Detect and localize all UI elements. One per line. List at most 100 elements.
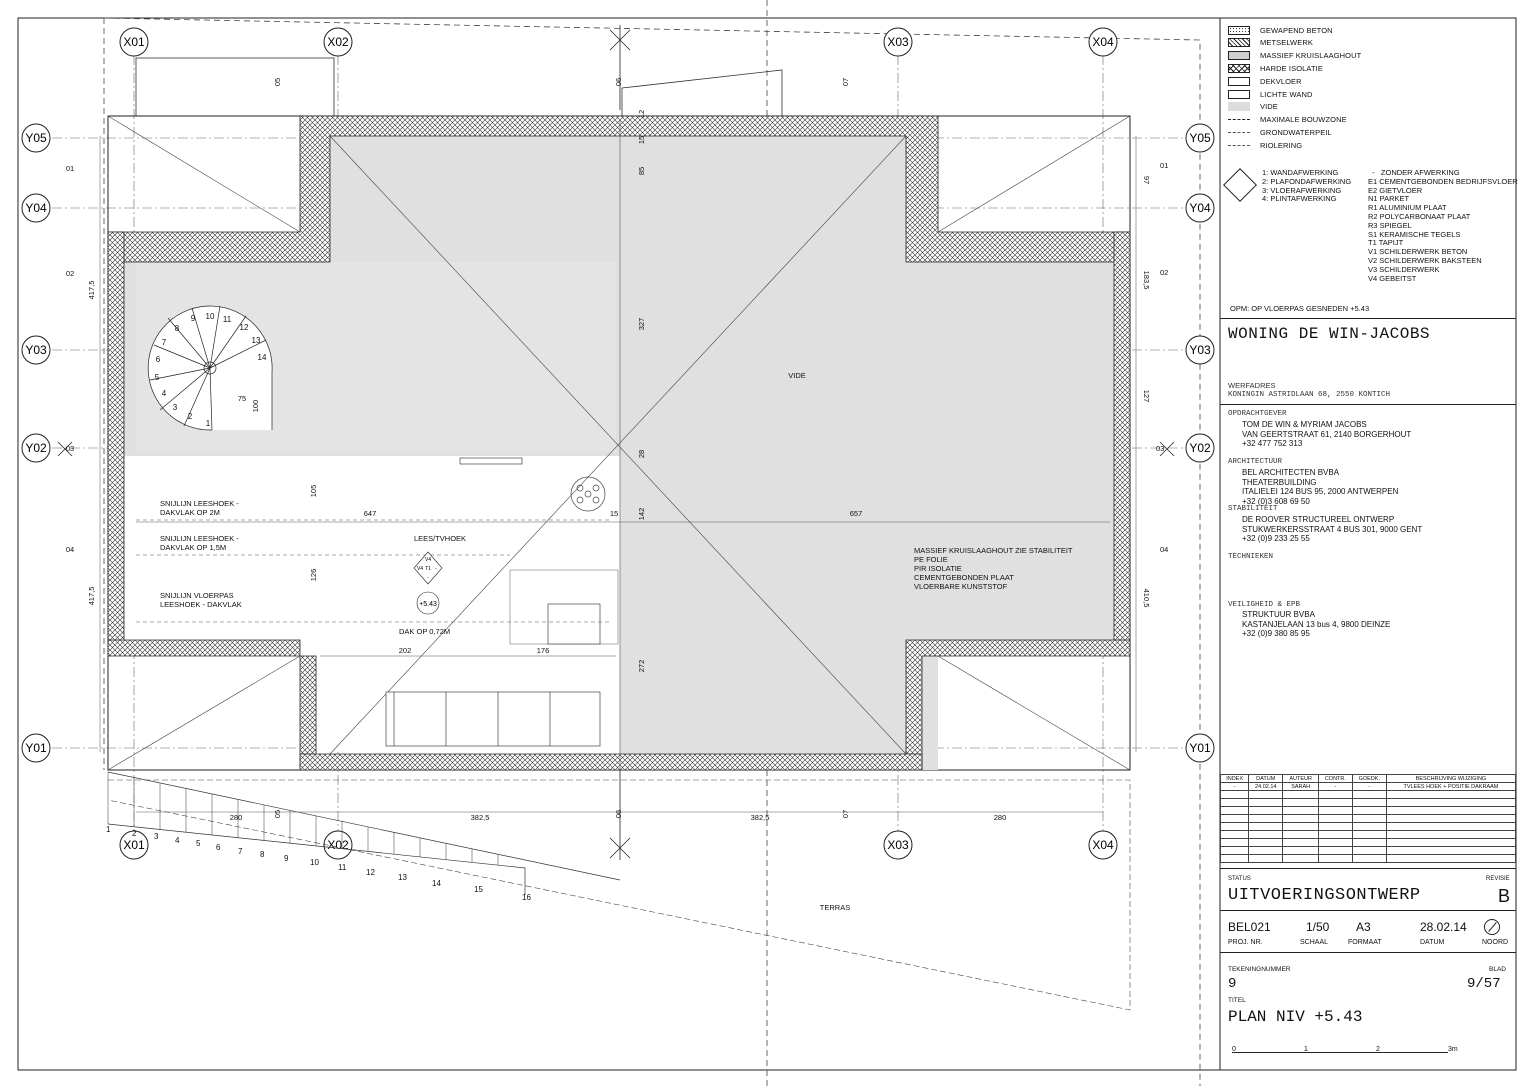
finish-tag: V4 V4 T1 - - <box>413 551 443 585</box>
svg-text:126: 126 <box>309 569 318 582</box>
veiligheid: STRUKTUUR BVBA KASTANJELAAN 13 bus 4, 98… <box>1242 610 1391 638</box>
svg-text:13: 13 <box>398 873 407 882</box>
svg-text:Y02: Y02 <box>25 441 47 455</box>
room-label-terras: TERRAS <box>820 903 850 912</box>
svg-text:03: 03 <box>1156 444 1164 453</box>
legend-label: MASSIEF KRUISLAAGHOUT <box>1260 51 1362 61</box>
svg-text:9: 9 <box>284 854 289 863</box>
revision-cell: TVLEES HOEK + POSITIE DAKRAAM <box>1385 782 1517 791</box>
svg-text:417,5: 417,5 <box>87 281 96 300</box>
formaat: A3 <box>1356 920 1371 934</box>
svg-text:127: 127 <box>1142 390 1151 403</box>
datum-label: DATUM <box>1420 939 1445 946</box>
svg-text:Y04: Y04 <box>25 201 47 215</box>
svg-text:202: 202 <box>399 646 412 655</box>
revision-header-cell: GOEDK. <box>1351 774 1387 783</box>
svg-text:280: 280 <box>994 813 1007 822</box>
revision-header-cell: INDEX <box>1219 774 1250 783</box>
svg-text:V4: V4 <box>417 566 423 572</box>
roof-diagonals <box>107 115 1131 771</box>
svg-text:06: 06 <box>614 810 623 818</box>
svg-text:X01: X01 <box>123 35 145 49</box>
werfadres: KONINGIN ASTRIDLAAN 68, 2550 KONTICH <box>1228 391 1391 399</box>
tekeningnummer-label: TEKENINGNUMMER <box>1228 966 1291 973</box>
grid-bubble-y02-right: Y02 <box>1185 433 1215 463</box>
svg-text:Y01: Y01 <box>1189 741 1211 755</box>
svg-text:2: 2 <box>188 412 193 421</box>
svg-text:15: 15 <box>610 509 618 518</box>
svg-text:Y05: Y05 <box>25 131 47 145</box>
grid-bubble-x01-bottom: X01 <box>119 830 149 860</box>
legend-label: RIOLERING <box>1260 140 1303 150</box>
legend-item: DEKVLOER <box>1228 75 1302 87</box>
svg-text:6: 6 <box>156 355 161 364</box>
noord-label: NOORD <box>1482 939 1509 946</box>
stabiliteit: DE ROOVER STRUCTUREEL ONTWERP STUKWERKER… <box>1242 515 1423 543</box>
svg-text:280: 280 <box>230 813 243 822</box>
grid-bubble-y05-right: Y05 <box>1185 123 1215 153</box>
architectuur: BEL ARCHITECTEN BVBA THEATERBUILDING ITA… <box>1242 468 1399 506</box>
walls <box>107 115 1131 771</box>
scale-bar-label: 3m <box>1448 1046 1458 1053</box>
svg-text:1: 1 <box>106 825 111 834</box>
legend-label: DEKVLOER <box>1260 76 1302 86</box>
svg-text:X02: X02 <box>327 838 349 852</box>
svg-text:8: 8 <box>175 324 180 333</box>
grid-bubble-y03-right: Y03 <box>1185 335 1215 365</box>
revision-header-cell: BESCHRIJVING WIJZIGING <box>1385 774 1517 783</box>
architectuur-label: ARCHITECTUUR <box>1228 458 1283 466</box>
revision-cell: SARAH <box>1282 782 1320 791</box>
svg-text:X03: X03 <box>887 838 909 852</box>
reading-corner-floor <box>124 456 620 648</box>
revision-cell: 24.02.14 <box>1248 782 1284 791</box>
revision-cell: - <box>1351 782 1387 791</box>
svg-text:05: 05 <box>273 810 282 818</box>
svg-text:07: 07 <box>841 810 850 818</box>
grid-bubble-y04-right: Y04 <box>1185 193 1215 223</box>
svg-text:11: 11 <box>223 315 232 324</box>
finish-key-symbol <box>1223 168 1257 202</box>
level-label: +5.43 <box>419 601 437 608</box>
note-cut1: SNIJLIJN LEESHOEK -DAKVLAK OP 2M <box>160 499 239 517</box>
svg-text:Y03: Y03 <box>25 343 47 357</box>
svg-text:Y04: Y04 <box>1189 201 1211 215</box>
legend-item: RIOLERING <box>1228 139 1302 151</box>
legend-swatch <box>1228 144 1250 146</box>
section-markers <box>57 25 1175 860</box>
titel: PLAN NIV +5.43 <box>1228 1008 1363 1026</box>
svg-text:410,5: 410,5 <box>1142 589 1151 608</box>
technieken-label: TECHNIEKEN <box>1228 553 1274 561</box>
note-cut2: SNIJLIJN LEESHOEK -DAKVLAK OP 1,5M <box>160 534 239 552</box>
legend-item: GEWAPEND BETON <box>1228 24 1333 36</box>
svg-text:10: 10 <box>310 858 319 867</box>
svg-text:15: 15 <box>637 136 646 144</box>
svg-text:Y03: Y03 <box>1189 343 1211 357</box>
svg-text:12: 12 <box>637 110 646 118</box>
svg-text:183,5: 183,5 <box>1142 271 1151 290</box>
blad: 9/57 <box>1467 976 1501 992</box>
svg-text:8: 8 <box>260 850 265 859</box>
north-arrow-icon <box>1484 919 1500 935</box>
svg-text:100: 100 <box>251 400 260 413</box>
legend-label: VIDE <box>1260 102 1278 112</box>
svg-text:7: 7 <box>162 338 167 347</box>
terrace-step-numbers: 1 2 3 4 5 6 7 8 9 10 11 12 13 14 15 16 <box>106 825 531 902</box>
svg-text:06: 06 <box>614 78 623 86</box>
svg-text:5: 5 <box>155 373 160 382</box>
svg-text:9: 9 <box>191 314 196 323</box>
svg-text:6: 6 <box>216 843 221 852</box>
legend-label: METSELWERK <box>1260 38 1313 48</box>
cut-lines <box>136 519 610 770</box>
dimensions: 05 06 07 280 05 382,5 06 382,5 07 280 01… <box>66 78 1169 822</box>
grid-bubble-y05: Y05 <box>21 123 51 153</box>
svg-text:382,5: 382,5 <box>471 813 490 822</box>
grid-bubble-x02: X02 <box>323 27 353 57</box>
grid-bubble-x01: X01 <box>119 27 149 57</box>
revisie-label: REVISIE <box>1486 876 1510 882</box>
veiligheid-label: VEILIGHEID & EPB <box>1228 601 1301 609</box>
legend-swatch <box>1228 25 1250 35</box>
svg-text:T1: T1 <box>425 566 431 572</box>
notes: SNIJLIJN LEESHOEK -DAKVLAK OP 2M SNIJLIJ… <box>160 499 1073 609</box>
legend-item: LICHTE WAND <box>1228 88 1313 100</box>
